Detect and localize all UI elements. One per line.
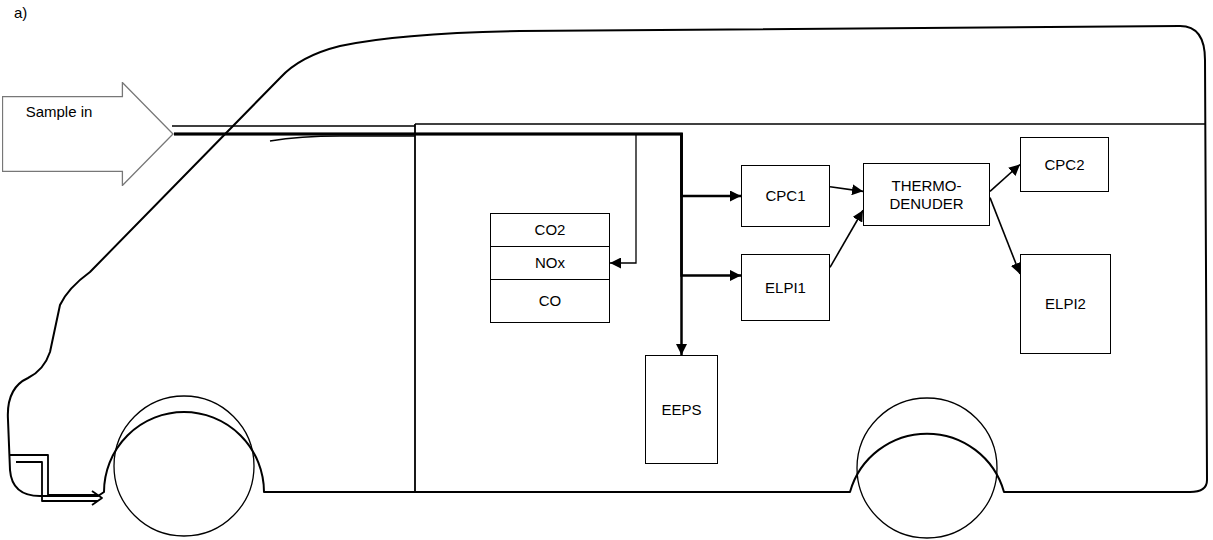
- flow-arrow: [990, 165, 1020, 192]
- van-outline: [8, 26, 1207, 496]
- spectrometer-box: EEPS: [645, 355, 718, 464]
- flow-arrow: [174, 134, 682, 355]
- sample-inlet-arrow: Sample in: [2, 82, 174, 186]
- probe-arrowhead: [92, 491, 102, 505]
- cabin-partition: [414, 124, 416, 492]
- node-label: CO: [535, 290, 566, 312]
- flow-arrow: [830, 187, 863, 192]
- flow-arrow: [174, 134, 636, 263]
- panel-label: a): [14, 4, 27, 21]
- front-wheel: [114, 396, 254, 536]
- flow-arrow: [174, 134, 741, 275]
- node-label: ELPI2: [1041, 293, 1090, 315]
- gas-analyser-box: NOx: [490, 246, 610, 280]
- node-label: CPC1: [761, 185, 809, 207]
- node-label: ELPI1: [761, 277, 810, 299]
- flow-arrow: [990, 198, 1020, 274]
- roof-inner-line: [415, 123, 1205, 125]
- flow-arrow: [830, 210, 863, 267]
- node-label: EEPS: [657, 399, 705, 421]
- node-label: NOx: [531, 252, 569, 274]
- node-label: CO2: [531, 219, 570, 241]
- impactor-box: ELPI2: [1020, 254, 1111, 354]
- thermodenuder-box: THERMO-DENUDER: [863, 163, 990, 226]
- block-arrow-shape: [2, 82, 174, 186]
- particle-counter-box: CPC1: [741, 165, 830, 227]
- gas-analyser-box: CO: [490, 279, 610, 323]
- node-label: CPC2: [1040, 154, 1088, 176]
- front-sampling-probe: [10, 455, 98, 501]
- particle-counter-box: CPC2: [1020, 137, 1109, 192]
- rear-wheel: [857, 398, 997, 538]
- node-label: THERMO-DENUDER: [865, 175, 988, 215]
- impactor-box: ELPI1: [741, 254, 830, 321]
- gas-analyser-box: CO2: [490, 213, 610, 247]
- node-label: Sample in: [16, 101, 102, 123]
- flow-arrow: [174, 134, 741, 196]
